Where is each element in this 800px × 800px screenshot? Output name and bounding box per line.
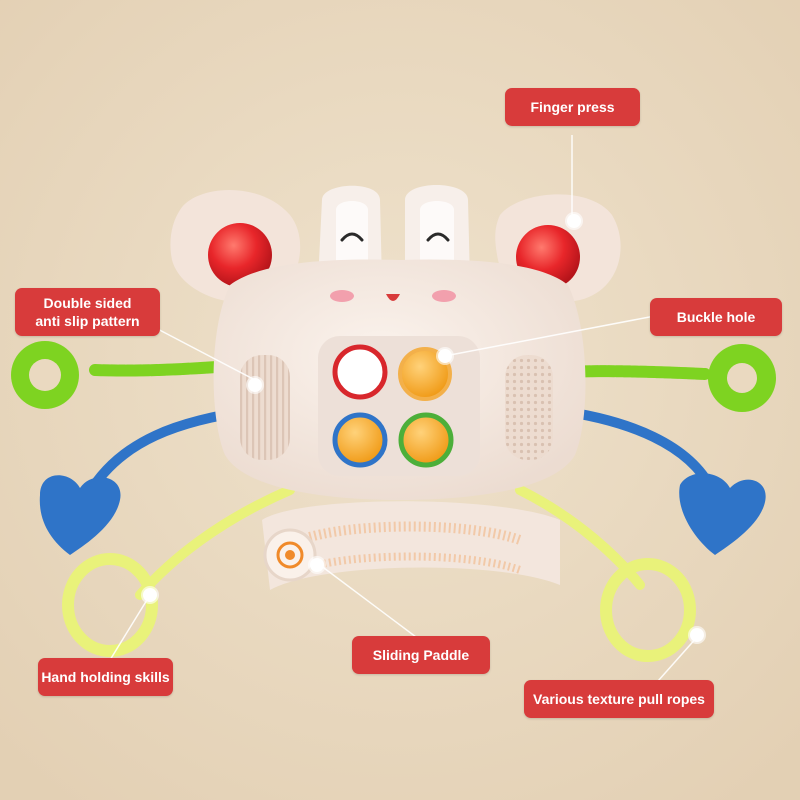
callout-hand-holding: Hand holding skills	[38, 658, 173, 696]
callout-sliding-paddle-text: Sliding Paddle	[372, 647, 470, 663]
callout-double-sided: Double sided anti slip pattern	[15, 288, 160, 336]
callout-buckle-hole: Buckle hole	[650, 298, 782, 336]
anti-slip-marker	[248, 378, 262, 392]
hand-holding-marker	[143, 588, 157, 602]
callout-buckle-hole-text: Buckle hole	[676, 309, 756, 325]
callout-sliding-paddle: Sliding Paddle	[352, 636, 490, 674]
callout-double-sided-line1: Double sided	[43, 295, 132, 311]
finger-press-marker	[567, 214, 581, 228]
callout-finger-press-text: Finger press	[530, 99, 615, 115]
sliding-paddle-marker	[310, 558, 324, 572]
callout-hand-holding-text: Hand holding skills	[41, 669, 170, 685]
callout-double-sided-line2: anti slip pattern	[35, 313, 140, 329]
callout-pull-ropes: Various texture pull ropes	[524, 680, 714, 718]
callout-pull-ropes-text: Various texture pull ropes	[533, 691, 705, 707]
buckle-hole-marker	[438, 349, 452, 363]
callout-finger-press: Finger press	[505, 88, 640, 126]
pull-ropes-marker	[690, 628, 704, 642]
